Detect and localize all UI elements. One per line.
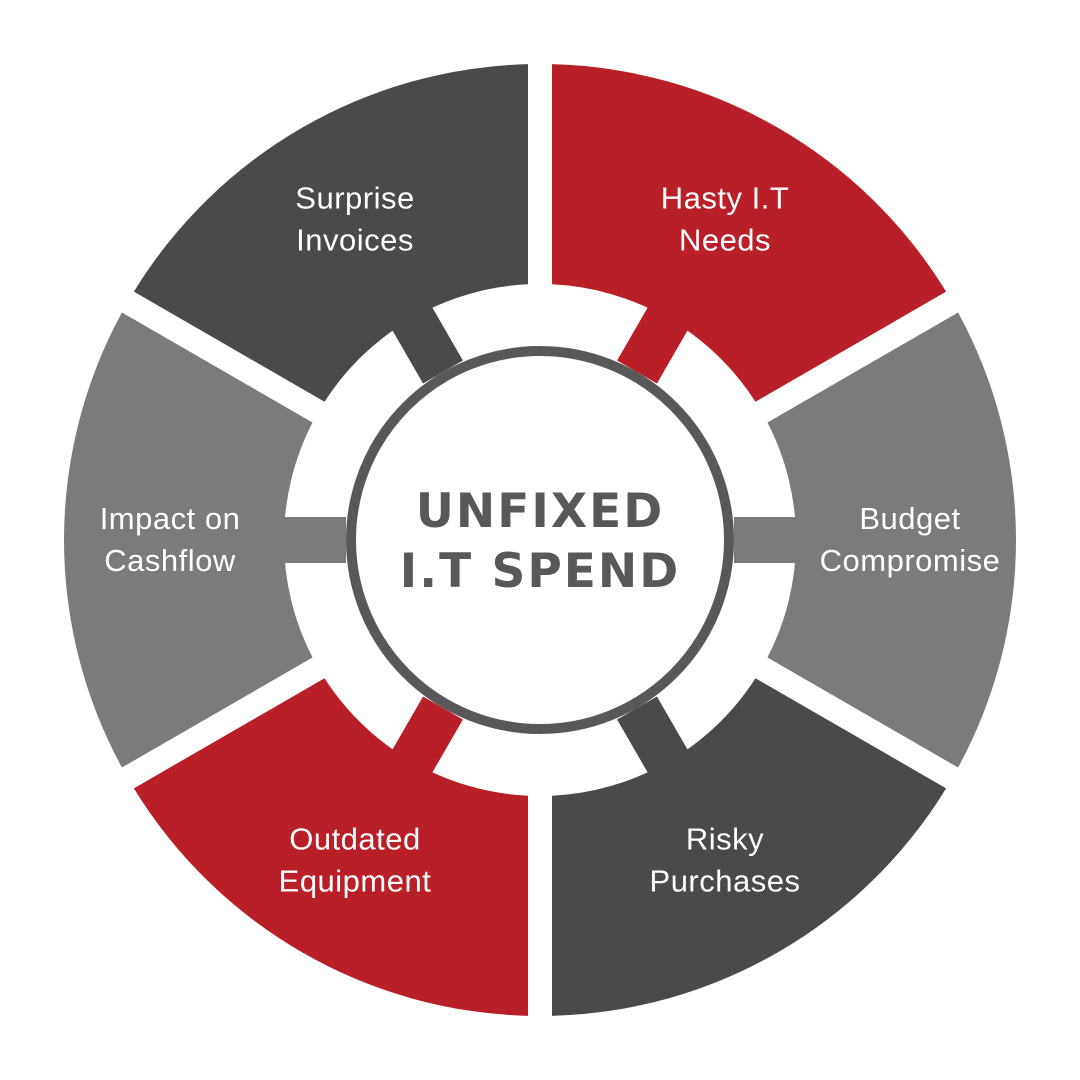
segment-label-line: Budget: [859, 501, 960, 536]
connector-cashflow: [280, 517, 346, 563]
segment-label-line: Surprise: [295, 181, 414, 216]
connector-surprise: [390, 303, 463, 384]
center-title-line1: UNFIXED: [416, 484, 664, 539]
segment-label-line: Invoices: [296, 223, 414, 258]
segment-label-line: Needs: [679, 223, 771, 258]
center-title-line2: I.T SPEND: [400, 544, 681, 599]
segment-label-hasty: Hasty I.T Needs: [661, 181, 790, 258]
segment-label-cashflow: Impact on Cashflow: [100, 501, 241, 578]
connectors-layer: [280, 303, 800, 777]
center-hub: UNFIXED I.T SPEND: [346, 346, 734, 734]
segment-label-line: Purchases: [650, 863, 801, 898]
connector-hasty: [617, 303, 690, 384]
segment-label-line: Outdated: [289, 821, 421, 856]
segment-label-line: Impact on: [100, 501, 241, 536]
center-ring: [346, 346, 734, 734]
segment-label-line: Compromise: [820, 543, 1001, 578]
segment-surprise: [133, 64, 529, 402]
segment-cashflow: [64, 312, 313, 768]
connector-risky: [617, 696, 690, 777]
segment-label-line: Cashflow: [104, 543, 236, 578]
segment-budget: [767, 312, 1017, 768]
segment-label-line: Risky: [686, 821, 764, 856]
segments-layer: [64, 64, 1017, 1016]
connector-budget: [734, 517, 800, 563]
segment-label-line: Hasty I.T: [661, 181, 790, 216]
segment-label-line: Equipment: [279, 863, 432, 898]
segment-hasty: [551, 64, 947, 402]
segment-risky: [551, 678, 947, 1016]
connector-outdated: [390, 696, 463, 777]
segment-outdated: [133, 678, 529, 1016]
